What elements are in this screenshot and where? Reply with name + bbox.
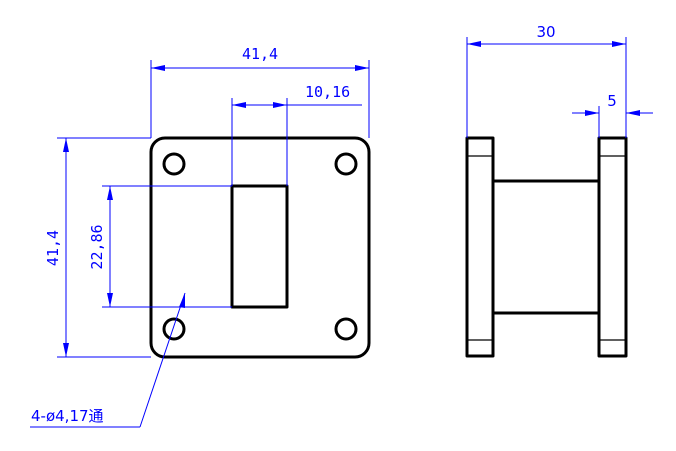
dimension-opening-width: 10,16 xyxy=(231,83,362,186)
waveguide-opening xyxy=(230,184,289,309)
flange-outline xyxy=(149,136,371,359)
hole-note-label: 4-ø4,17通 xyxy=(31,407,104,425)
mounting-hole-top-right xyxy=(334,152,358,176)
side-left-flange xyxy=(465,136,495,358)
mounting-hole-top-left xyxy=(162,152,186,176)
hole-note: 4-ø4,17通 xyxy=(30,292,186,428)
dimension-overall-width: 41,4 xyxy=(150,45,370,138)
dimension-length: 30 xyxy=(466,23,627,138)
side-right-flange xyxy=(597,136,628,358)
length-label: 30 xyxy=(536,23,555,41)
overall-height-label: 41,4 xyxy=(44,230,62,266)
opening-width-label: 10,16 xyxy=(305,83,350,101)
front-view xyxy=(149,136,371,359)
overall-width-label: 41,4 xyxy=(242,45,278,63)
dimension-flange-thickness: 5 xyxy=(572,92,653,138)
mounting-hole-bottom-left xyxy=(162,317,186,341)
dimension-opening-height: 22,86 xyxy=(88,185,232,308)
opening-height-label: 22,86 xyxy=(88,224,106,269)
flange-thickness-label: 5 xyxy=(607,92,617,110)
mounting-hole-bottom-right xyxy=(334,317,358,341)
dimension-overall-height: 41,4 xyxy=(44,137,151,358)
side-view xyxy=(465,136,628,358)
